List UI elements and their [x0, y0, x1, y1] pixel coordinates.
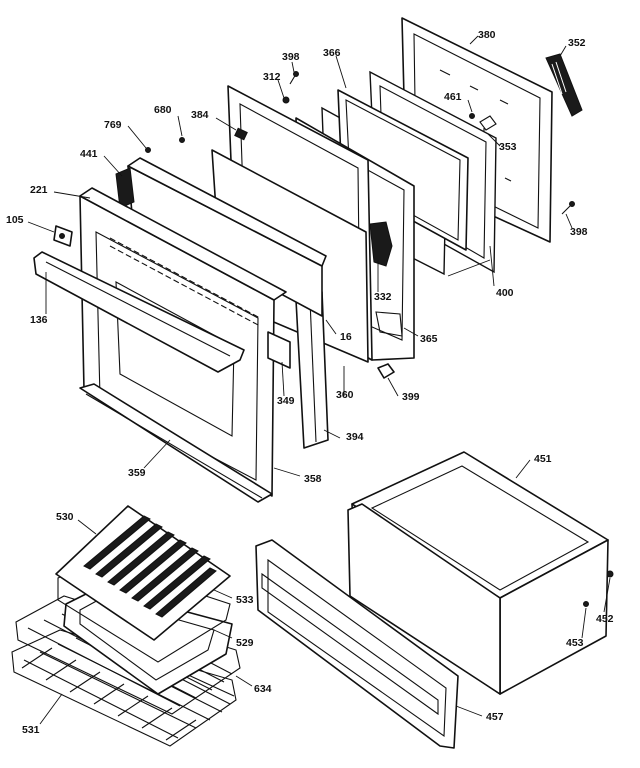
- broiler-grid: [55, 505, 231, 641]
- door-handle: [33, 251, 245, 373]
- door-trim-strip: [267, 331, 291, 369]
- callout-529: 529: [236, 637, 254, 649]
- callout-530: 530: [56, 511, 74, 523]
- callout-457: 457: [486, 711, 504, 723]
- callout-384: 384: [191, 109, 209, 121]
- callout-16: 16: [340, 331, 352, 343]
- callout-451: 451: [534, 453, 552, 465]
- callout-398-top: 398: [282, 51, 300, 63]
- callout-399: 399: [402, 391, 420, 403]
- callout-400: 400: [496, 287, 514, 299]
- leader-lines: [27, 35, 611, 725]
- callout-533: 533: [236, 594, 254, 606]
- callout-312: 312: [263, 71, 281, 83]
- callout-461: 461: [444, 91, 462, 103]
- callout-221: 221: [30, 184, 48, 196]
- callout-332: 332: [374, 291, 392, 303]
- drawer-screw: [606, 570, 614, 578]
- callout-441: 441: [80, 148, 98, 160]
- callout-453: 453: [566, 637, 584, 649]
- callout-680: 680: [154, 104, 172, 116]
- callout-359: 359: [128, 467, 146, 479]
- callout-398-right: 398: [570, 226, 588, 238]
- drawer-clip: [583, 601, 589, 607]
- callout-365: 365: [420, 333, 438, 345]
- callout-380: 380: [478, 29, 496, 41]
- callout-349: 349: [277, 395, 295, 407]
- fastener-312: [282, 96, 290, 104]
- callout-634: 634: [254, 683, 272, 695]
- callout-531: 531: [22, 724, 40, 736]
- callout-452: 452: [596, 613, 614, 625]
- callout-353: 353: [499, 141, 517, 153]
- fastener-680: [179, 137, 185, 143]
- fastener-769: [145, 147, 151, 153]
- callout-352: 352: [568, 37, 586, 49]
- door-side-trim: [295, 291, 329, 449]
- door-screw-right: [561, 201, 575, 215]
- drawer-front-panel: [255, 539, 459, 749]
- drawer-inner-front: [347, 503, 501, 695]
- callout-394: 394: [346, 431, 364, 443]
- callout-769: 769: [104, 119, 122, 131]
- control-panel-frame: [115, 157, 327, 317]
- callout-labels: 380 352 398 366 312 461 353 680 384 769 …: [6, 29, 614, 736]
- handle-end-bracket: [53, 225, 73, 247]
- callout-358: 358: [304, 473, 322, 485]
- callout-366: 366: [323, 47, 341, 59]
- fastener-398: [289, 71, 299, 85]
- callout-136: 136: [30, 314, 48, 326]
- door-screw: [469, 113, 475, 119]
- callout-360: 360: [336, 389, 354, 401]
- door-stop: [377, 363, 395, 379]
- door-bottom-trim: [79, 383, 273, 503]
- door-vent-part: [545, 53, 583, 117]
- callout-105: 105: [6, 214, 24, 226]
